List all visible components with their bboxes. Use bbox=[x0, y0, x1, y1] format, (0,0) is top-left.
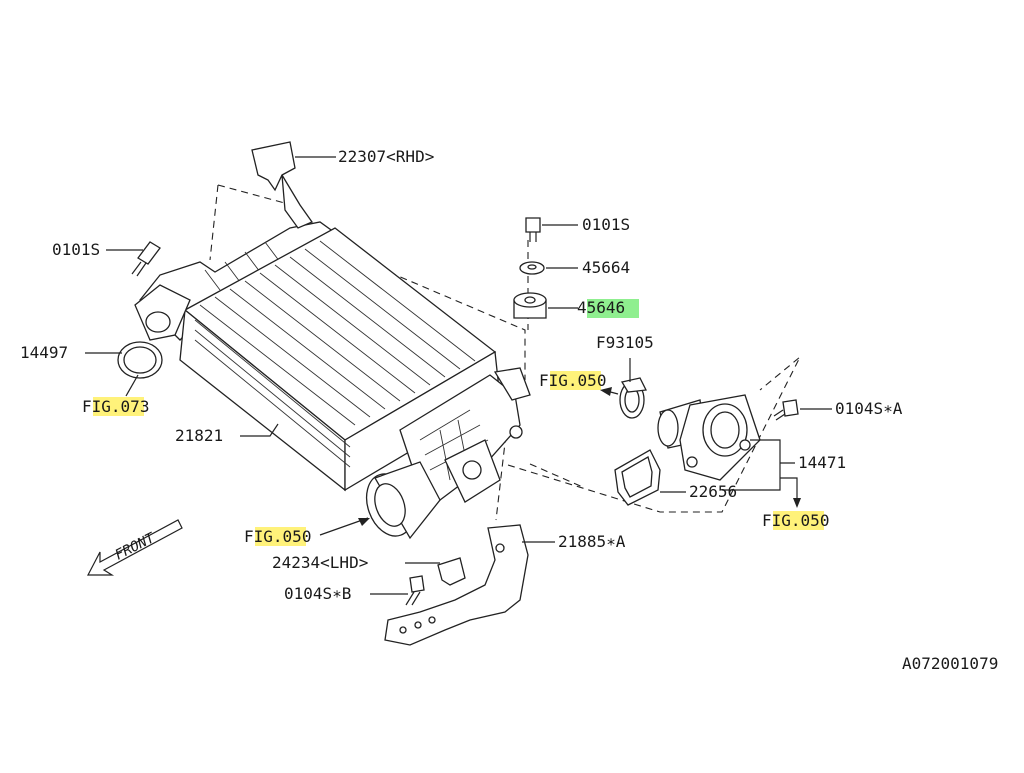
front-arrow-icon bbox=[87, 519, 183, 576]
gasket-inner bbox=[123, 346, 157, 374]
front-label: FRONT bbox=[113, 529, 159, 563]
arrow-fig050-left bbox=[358, 518, 370, 526]
gasket-22656-inner bbox=[621, 456, 653, 498]
label-f93105: F93105 bbox=[596, 333, 654, 352]
label-22656: 22656 bbox=[689, 482, 737, 501]
label-fig050-right: FIG.050 bbox=[762, 511, 829, 530]
label-0104sb: 0104S∗B bbox=[284, 584, 351, 603]
intercooler-icon bbox=[134, 221, 531, 540]
bolt-icon-right bbox=[773, 399, 799, 421]
highlight-45646 bbox=[587, 299, 639, 318]
bolt-icon-bottom bbox=[405, 575, 425, 606]
bracket-icon-lower bbox=[384, 524, 529, 646]
arrow-fig050-right bbox=[793, 498, 801, 508]
label-fig050-left: FIG.050 bbox=[244, 527, 311, 546]
adapter-icon bbox=[657, 394, 761, 481]
bushing-icon bbox=[513, 292, 547, 319]
dashed-outline-bottom bbox=[507, 356, 801, 513]
label-0101s-left: 0101S bbox=[52, 240, 100, 259]
bracket-icon bbox=[251, 141, 313, 229]
label-fig073: FIG.073 bbox=[82, 397, 149, 416]
leader-fig073 bbox=[125, 374, 139, 397]
highlight-fig073 bbox=[93, 397, 144, 416]
clip-icon bbox=[437, 557, 466, 586]
label-fig050-mid: FIG.050 bbox=[539, 371, 606, 390]
label-24234: 24234<LHD> bbox=[272, 553, 368, 572]
hose-clamp-icon bbox=[619, 377, 647, 419]
highlight-fig050-right bbox=[773, 511, 824, 530]
label-14471: 14471 bbox=[798, 453, 846, 472]
label-0101s-top: 0101S bbox=[582, 215, 630, 234]
label-21821: 21821 bbox=[175, 426, 223, 445]
label-22307: 22307<RHD> bbox=[338, 147, 434, 166]
bolt-icon bbox=[131, 241, 161, 277]
washer-hole bbox=[527, 264, 537, 270]
highlight-fig050-mid bbox=[550, 371, 601, 390]
label-14497: 14497 bbox=[20, 343, 68, 362]
label-45646: 45646 bbox=[577, 298, 625, 317]
arrow-fig050-mid bbox=[600, 387, 612, 396]
label-45664: 45664 bbox=[582, 258, 630, 277]
label-21885a: 21885∗A bbox=[558, 532, 626, 551]
diagram-id: A072001079 bbox=[902, 654, 998, 673]
leader-21821 bbox=[240, 423, 279, 437]
label-0104sa: 0104S∗A bbox=[835, 399, 903, 418]
highlight-fig050-left bbox=[255, 527, 306, 546]
leader-14471 bbox=[722, 439, 798, 500]
bolt-icon-top bbox=[525, 217, 541, 242]
